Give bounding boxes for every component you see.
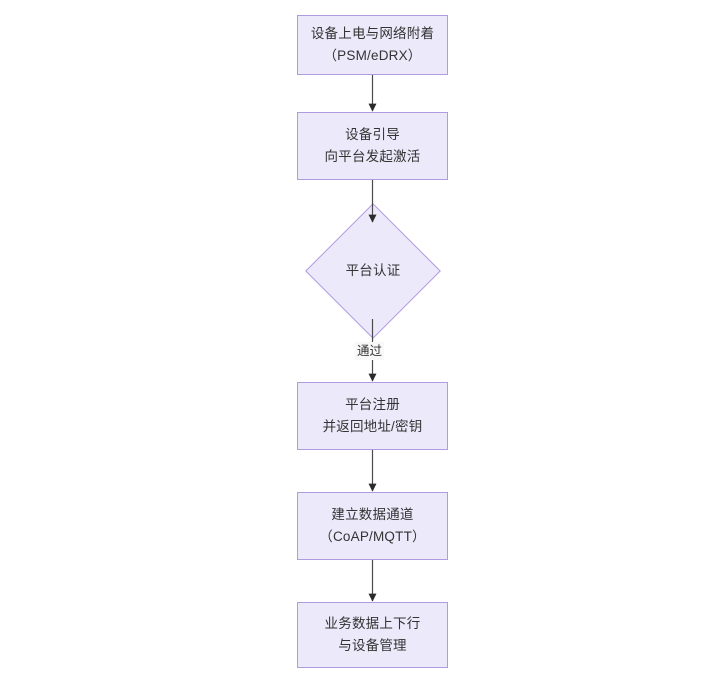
node-platform-register-line-2: 并返回地址/密钥 bbox=[322, 419, 423, 434]
edge-label-pass: 通过 bbox=[355, 342, 385, 360]
node-platform-register[interactable]: 平台注册 并返回地址/密钥 bbox=[297, 382, 448, 450]
node-bootstrap-line-1: 设备引导 bbox=[345, 127, 400, 142]
node-bootstrap[interactable]: 设备引导 向平台发起激活 bbox=[297, 112, 448, 180]
node-business-data[interactable]: 业务数据上下行 与设备管理 bbox=[297, 602, 448, 668]
node-platform-register-line-1: 平台注册 bbox=[345, 397, 400, 412]
node-power-on-line-1: 设备上电与网络附着 bbox=[310, 26, 435, 41]
node-data-channel-line-2: （CoAP/MQTT） bbox=[319, 529, 426, 544]
node-bootstrap-line-2: 向平台发起激活 bbox=[324, 149, 421, 164]
node-platform-auth-label: 平台认证 bbox=[345, 263, 401, 278]
node-power-on[interactable]: 设备上电与网络附着 （PSM/eDRX） bbox=[297, 15, 448, 75]
node-business-data-line-2: 与设备管理 bbox=[338, 638, 407, 653]
node-power-on-line-2: （PSM/eDRX） bbox=[323, 48, 422, 63]
node-data-channel[interactable]: 建立数据通道 （CoAP/MQTT） bbox=[297, 492, 448, 560]
node-business-data-line-1: 业务数据上下行 bbox=[324, 616, 421, 631]
node-data-channel-line-1: 建立数据通道 bbox=[331, 507, 414, 522]
node-platform-auth[interactable]: 平台认证 bbox=[305, 203, 441, 339]
